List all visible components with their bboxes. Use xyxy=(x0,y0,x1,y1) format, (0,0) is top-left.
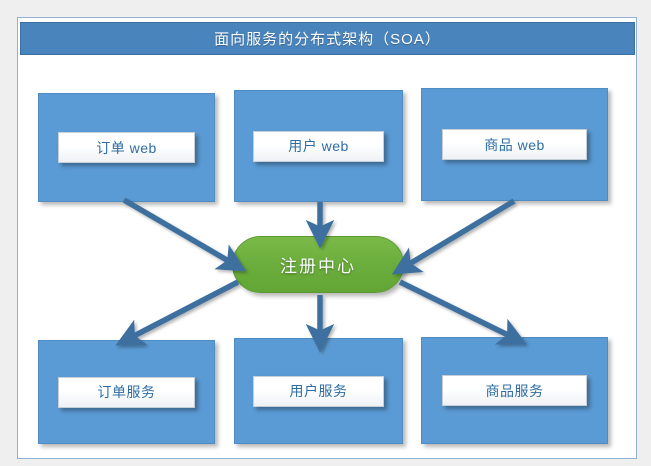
page-title: 面向服务的分布式架构（SOA） xyxy=(214,31,441,48)
node-order-web[interactable]: 订单 web xyxy=(38,93,215,202)
node-goods-web[interactable]: 商品 web xyxy=(421,88,608,201)
node-goods-service[interactable]: 商品服务 xyxy=(421,337,608,444)
node-registry-label: 注册中心 xyxy=(280,257,356,276)
node-user-web-label: 用户 web xyxy=(253,130,384,162)
node-registry-center[interactable]: 注册中心 xyxy=(232,236,404,293)
diagram-title-bar: 面向服务的分布式架构（SOA） xyxy=(20,22,635,55)
node-goods-web-label: 商品 web xyxy=(442,129,587,160)
node-user-service[interactable]: 用户服务 xyxy=(234,338,403,444)
node-user-web[interactable]: 用户 web xyxy=(234,90,403,202)
node-order-web-label: 订单 web xyxy=(58,132,195,163)
node-user-service-label: 用户服务 xyxy=(253,375,384,407)
node-goods-service-label: 商品服务 xyxy=(442,375,587,406)
node-order-service-label: 订单服务 xyxy=(58,376,195,408)
node-order-service[interactable]: 订单服务 xyxy=(38,340,215,444)
